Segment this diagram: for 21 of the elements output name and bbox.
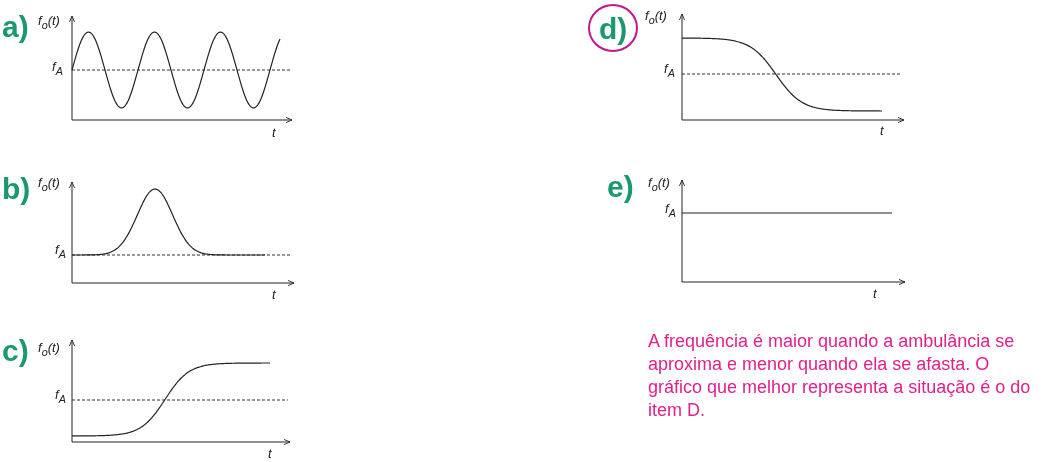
axis-label: t xyxy=(873,287,877,300)
option-letter: e) xyxy=(607,172,634,202)
option-letter: c) xyxy=(2,336,29,366)
axis-label: f$_{A}$ xyxy=(665,202,676,219)
axis-label: t xyxy=(268,447,272,460)
axis-label: t xyxy=(880,124,884,137)
axis-label: f$_{o}$(t) xyxy=(648,176,670,193)
axis-label: f$_{o}$(t) xyxy=(38,14,60,31)
option-letter: b) xyxy=(2,174,31,204)
highlight-circle xyxy=(588,4,638,52)
option-letter: d) xyxy=(599,12,628,46)
answer-text: A frequência é maior quando a ambulância se aproxima e menor quando ela se afasta. O gráfico que melhor representa a situação é o do item D. xyxy=(648,330,1032,422)
axis-label: f$_{A}$ xyxy=(55,243,66,260)
axis-label: f$_{A}$ xyxy=(52,60,63,77)
axis-label: t xyxy=(272,126,276,139)
axis-label: t xyxy=(272,288,276,301)
axis-label: f$_{A}$ xyxy=(664,62,675,79)
axis-label: f$_{A}$ xyxy=(55,388,66,405)
axis-label: f$_{o}$(t) xyxy=(38,176,60,193)
option-letter: a) xyxy=(2,12,29,42)
axis-label: f$_{o}$(t) xyxy=(38,341,60,358)
